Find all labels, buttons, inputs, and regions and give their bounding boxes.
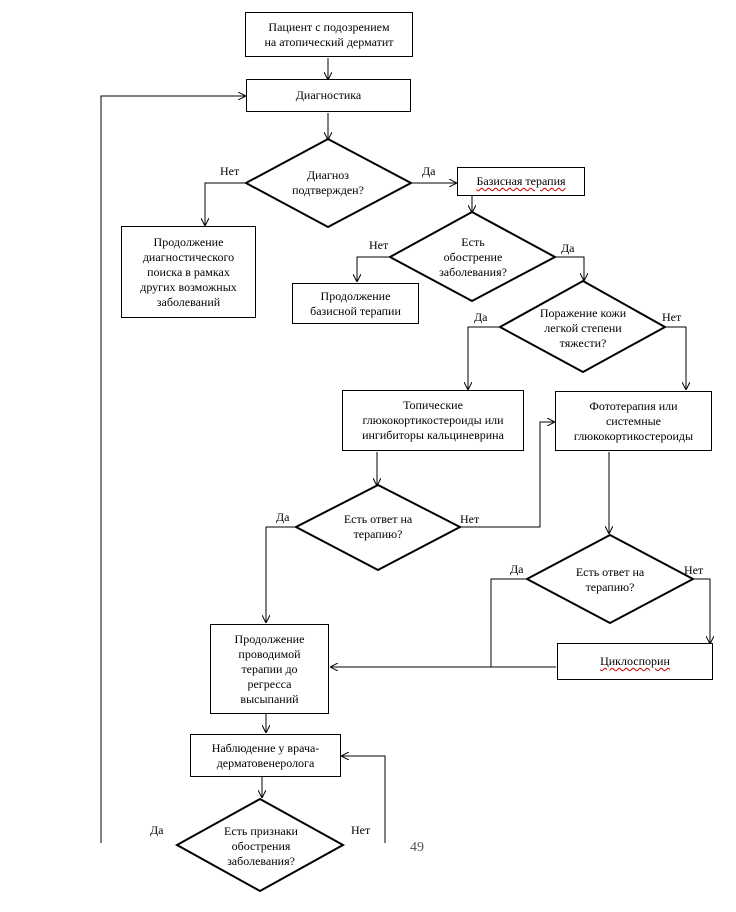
q-response2-text: Есть ответ на терапию?	[575, 565, 645, 594]
label-no-severity: Нет	[662, 310, 682, 324]
node-topical: Топические глюкокортикостероиды или инги…	[342, 390, 524, 451]
q-severity-text: Поражение кожи легкой степени тяжести?	[539, 305, 627, 350]
node-basic-therapy: Базисная терапия	[457, 167, 585, 196]
node-continue-search: Продолжение диагностического поиска в ра…	[121, 226, 256, 318]
q-signs-text: Есть признаки обострения заболевания?	[224, 823, 298, 868]
node-start: Пациент с подозрением на атопический дер…	[245, 12, 413, 57]
node-basic-therapy-text: Базисная терапия	[476, 174, 566, 188]
label-yes-response1: Да	[276, 510, 290, 524]
q-response1-text: Есть ответ на терапию?	[343, 512, 413, 541]
q-diagnosis-text: Диагноз подтвержден?	[292, 168, 364, 197]
q-exacerbation-text: Есть обострение заболевания?	[439, 234, 507, 279]
label-no-exacerbation: Нет	[369, 238, 389, 252]
label-no-diagnosis: Нет	[220, 164, 240, 178]
node-cyclosporine-text: Циклоспорин	[600, 654, 670, 668]
diamond-diagnosis	[243, 137, 414, 229]
node-continue-basic: Продолжение базисной терапии	[292, 283, 419, 324]
node-phototherapy: Фототерапия или системные глюкокортикост…	[555, 391, 712, 451]
label-no-response2: Нет	[684, 563, 704, 577]
node-observation-text: Наблюдение у врача- дерматовенеролога	[211, 740, 320, 770]
page-number: 49	[410, 840, 424, 855]
label-no-response1: Нет	[460, 512, 480, 526]
diamond-response1	[293, 483, 463, 572]
node-diagnostics-text: Диагностика	[295, 88, 362, 102]
node-continue-therapy: Продолжение проводимой терапии до регрес…	[210, 624, 329, 714]
diamond-signs	[174, 797, 346, 893]
node-topical-text: Топические глюкокортикостероиды или инги…	[362, 398, 504, 442]
node-start-text: Пациент с подозрением на атопический дер…	[264, 19, 394, 49]
node-continue-search-text: Продолжение диагностического поиска в ра…	[140, 234, 237, 309]
label-yes-response2: Да	[510, 562, 524, 576]
diamond-exacerbation	[387, 210, 558, 303]
label-no-signs: Нет	[351, 823, 371, 837]
node-continue-basic-text: Продолжение базисной терапии	[310, 288, 401, 318]
label-yes-diagnosis: Да	[422, 164, 436, 178]
label-yes-signs: Да	[150, 823, 164, 837]
diamond-response2	[524, 533, 696, 625]
label-yes-severity: Да	[474, 310, 488, 324]
diamond-severity	[497, 279, 668, 374]
node-observation: Наблюдение у врача- дерматовенеролога	[190, 734, 341, 777]
node-phototherapy-text: Фототерапия или системные глюкокортикост…	[573, 398, 694, 443]
node-cyclosporine: Циклоспорин	[557, 643, 713, 680]
label-yes-exacerbation: Да	[561, 241, 575, 255]
node-continue-therapy-text: Продолжение проводимой терапии до регрес…	[234, 631, 305, 706]
node-diagnostics: Диагностика	[246, 79, 411, 112]
